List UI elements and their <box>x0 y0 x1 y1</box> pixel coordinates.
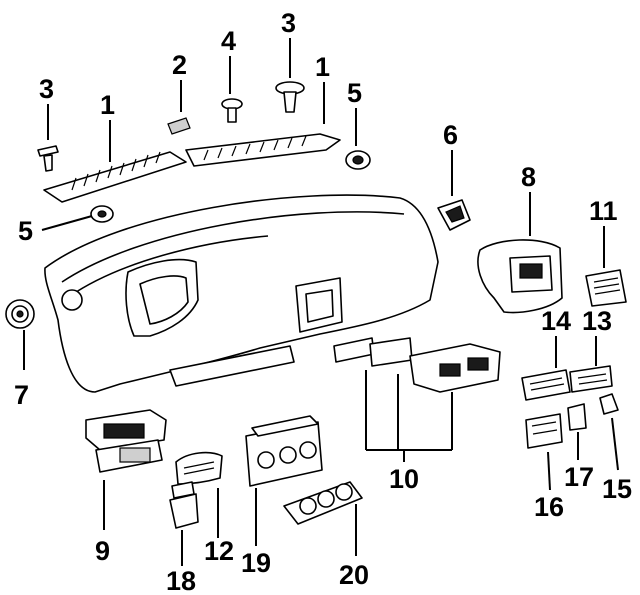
knob-part-15 <box>599 393 619 415</box>
callout-10: 10 <box>389 464 419 494</box>
control-panel-face-part-20 <box>283 481 363 525</box>
callout-8: 8 <box>521 162 536 192</box>
clip-part-2 <box>167 117 191 135</box>
heater-control-part-19 <box>245 415 323 487</box>
callout-9: 9 <box>95 536 110 566</box>
push-pin-fastener-left <box>37 145 59 172</box>
callout-6: 6 <box>443 120 458 150</box>
callout-11: 11 <box>589 196 618 226</box>
callout-15: 15 <box>602 474 632 504</box>
vent-part-14 <box>521 369 571 401</box>
callout-13: 13 <box>582 306 612 336</box>
grommet-left <box>90 205 114 223</box>
vent-part-13 <box>569 365 613 393</box>
callout-labels: 1 1 2 3 3 4 5 5 6 7 8 9 10 11 12 13 14 1… <box>14 8 632 595</box>
callout-14: 14 <box>541 306 571 336</box>
grommet-right <box>345 150 371 170</box>
callout-3-right: 3 <box>281 8 296 38</box>
callout-3-left: 3 <box>39 74 54 104</box>
callout-18: 18 <box>166 566 196 595</box>
bracket-part-6 <box>437 199 471 231</box>
callout-4: 4 <box>221 26 236 56</box>
callout-12: 12 <box>204 536 234 566</box>
callout-1-left: 1 <box>100 90 115 120</box>
ashtray-part-18 <box>169 481 199 529</box>
bolt-part-4 <box>221 98 243 123</box>
defroster-grille-left <box>43 151 187 203</box>
leader-lines <box>23 38 619 566</box>
callout-5-right: 5 <box>347 78 362 108</box>
defroster-grille-right <box>185 133 341 167</box>
vent-part-16 <box>525 413 563 449</box>
center-vent-assembly-part-10 <box>333 337 501 393</box>
callout-1-right: 1 <box>315 52 330 82</box>
round-vent-part-7 <box>5 299 35 329</box>
callout-5-left: 5 <box>18 216 33 246</box>
switch-part-17 <box>567 403 587 431</box>
callout-17: 17 <box>564 462 594 492</box>
instrument-panel <box>44 194 439 393</box>
ashtray-bezel-part-12 <box>175 451 223 485</box>
callout-20: 20 <box>339 560 369 590</box>
callout-19: 19 <box>241 548 271 578</box>
instrument-bezel-part-8 <box>477 239 563 314</box>
lower-bezel-part-9 <box>85 409 167 473</box>
callout-2: 2 <box>172 50 187 80</box>
push-pin-fastener-right <box>275 81 305 113</box>
vent-part-11 <box>585 269 627 307</box>
callout-16: 16 <box>534 492 564 522</box>
callout-7: 7 <box>14 380 29 410</box>
